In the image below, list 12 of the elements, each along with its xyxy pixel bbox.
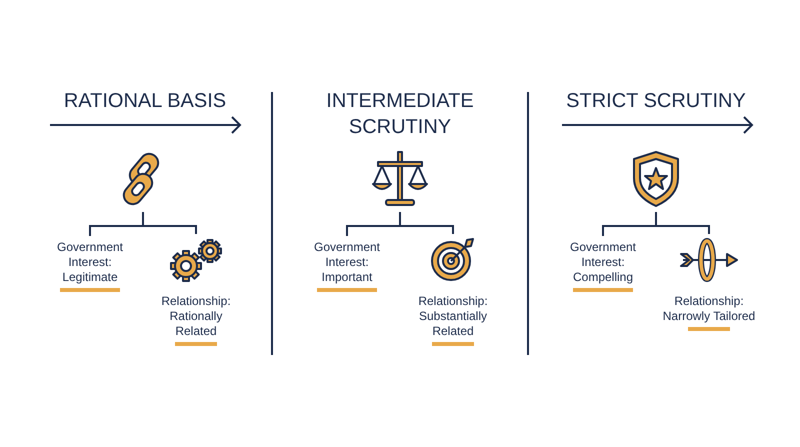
connector-line [142, 212, 197, 234]
criterion-text: Government Interest: Compelling [568, 240, 638, 285]
section-title: RATIONAL BASIS [64, 90, 226, 112]
criterion-text: Government Interest: Legitimate [56, 240, 124, 285]
section-title: INTERMEDIATE SCRUTINY [326, 90, 474, 138]
criterion-text: Government Interest: Important [312, 240, 382, 285]
criterion-text: Relationship: Substantially Related [417, 294, 489, 339]
connector-line [655, 212, 710, 234]
section-title: STRICT SCRUTINY [566, 90, 746, 112]
criterion-text: Relationship: Rationally Related [160, 294, 232, 339]
criterion-text: Relationship: Narrowly Tailored [662, 294, 756, 324]
connector-line [399, 212, 454, 234]
